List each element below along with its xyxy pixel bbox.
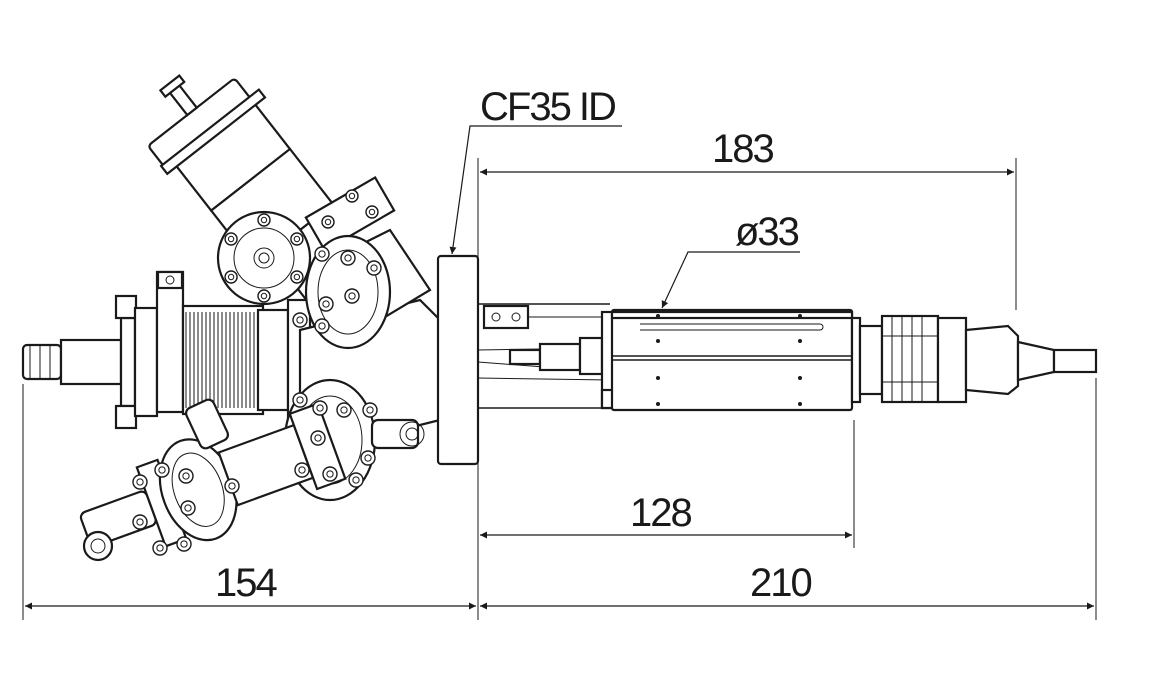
left-feedthrough (21, 270, 185, 430)
dim-label-154: 154 (215, 561, 277, 605)
cf35-leader (449, 125, 622, 255)
flange-bolts (132, 189, 382, 556)
cf35-mounting-flange (436, 254, 480, 466)
manipulator-assembly (21, 74, 1098, 562)
dim-label-diameter: ø33 (735, 210, 799, 254)
sample-holder-block (610, 308, 862, 412)
dimensions: CF35 ID 183 ø33 128 154 210 (22, 85, 1097, 620)
dim-label-128: 128 (630, 491, 691, 535)
dim-label-210: 210 (750, 561, 811, 605)
upper-left-flange-port (216, 210, 312, 306)
dim-label-183: 183 (712, 127, 773, 171)
end-heater-assembly (858, 314, 1098, 404)
manipulator-shaft (477, 303, 616, 410)
diameter-leader (661, 251, 800, 309)
lower-left-port (79, 398, 347, 562)
cf35-label: CF35 ID (480, 85, 615, 129)
